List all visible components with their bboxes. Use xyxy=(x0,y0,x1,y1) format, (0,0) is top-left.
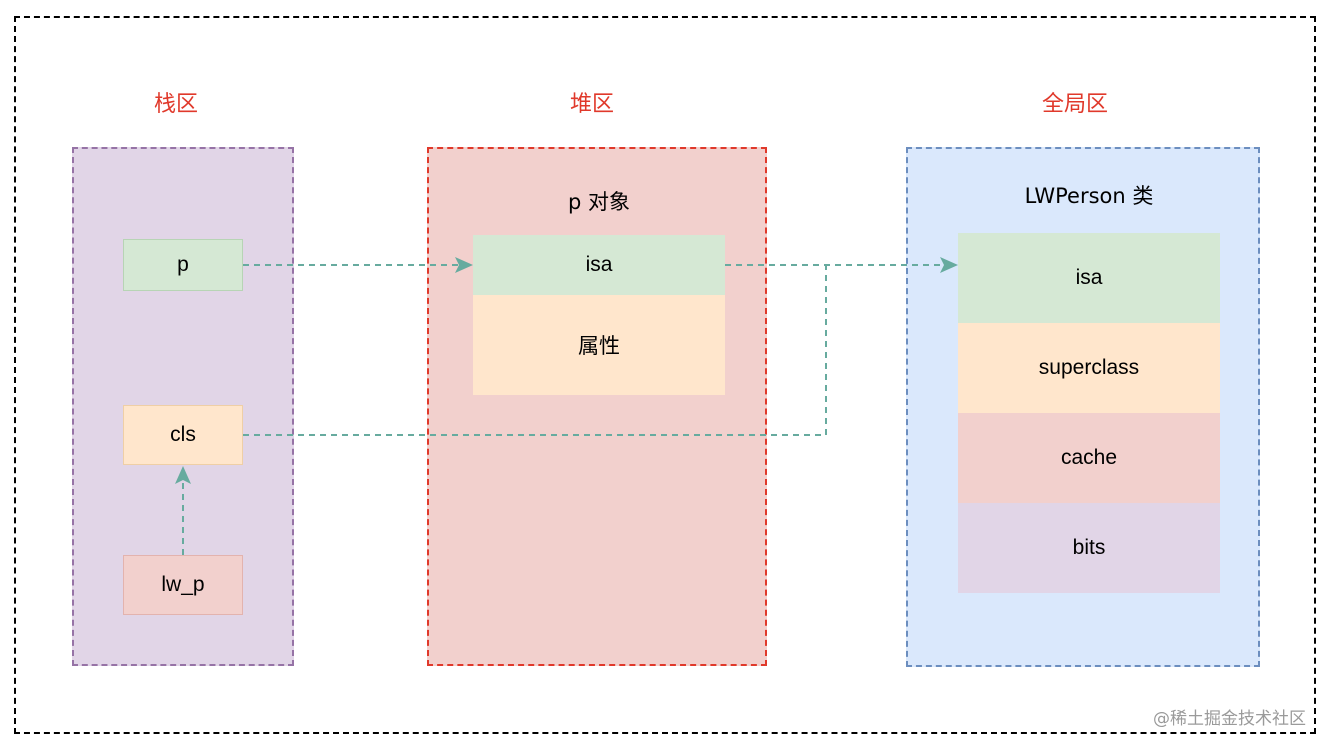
diagram-frame xyxy=(14,16,1316,734)
heap-region xyxy=(427,147,767,666)
heap-properties-cell: 属性 xyxy=(473,295,725,395)
class-bits-cell: bits xyxy=(958,503,1220,593)
class-isa-cell: isa xyxy=(958,233,1220,323)
stack-var-p: p xyxy=(123,239,243,291)
stack-var-lw-p: lw_p xyxy=(123,555,243,615)
heap-region-title: 堆区 xyxy=(569,92,614,117)
stack-region-title: 栈区 xyxy=(153,92,198,117)
class-cache-cell: cache xyxy=(958,413,1220,503)
global-region-title: 全局区 xyxy=(1041,92,1108,117)
watermark: @稀土掘金技术社区 xyxy=(1153,709,1306,729)
class-object-caption: LWPerson 类 xyxy=(1024,184,1154,208)
arrowhead-class-isa xyxy=(940,257,958,273)
stack-var-cls: cls xyxy=(123,405,243,465)
arrowhead-cls xyxy=(175,466,191,484)
arrowhead-heap-isa xyxy=(455,257,473,273)
heap-object-caption: p 对象 xyxy=(567,190,630,214)
heap-isa-cell: isa xyxy=(473,235,725,295)
arrow-cls-to-class xyxy=(243,265,827,436)
class-superclass-cell: superclass xyxy=(958,323,1220,413)
